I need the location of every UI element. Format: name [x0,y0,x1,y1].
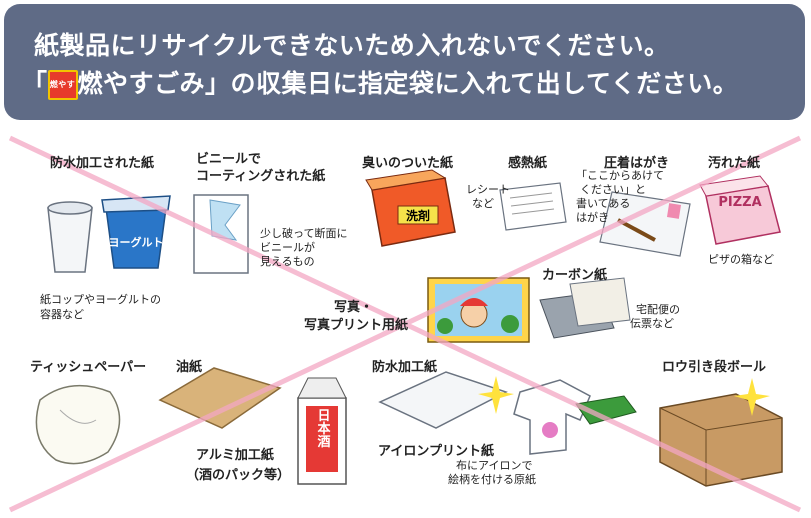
badge-text: 燃やす [49,80,76,89]
label-thermal-paper: 感熱紙 [508,156,548,171]
pizza-box-icon: PIZZA [699,175,781,245]
label-postcard: 圧着はがき [604,156,670,171]
vinyl-coated-sheet-icon [193,194,249,274]
note-postcard-2: ください」と [580,183,646,196]
label-waterproof-sheet: 防水加工紙 [372,360,438,375]
note-thermal-2: など [472,197,494,210]
note-carbon-1: 宅配便の [636,303,680,316]
note-carbon-2: 伝票など [630,317,674,330]
note-thermal-1: レシート [466,183,510,196]
note-vinyl-3: 見えるもの [260,255,315,268]
note-waterproof-paper-1: 紙コップやヨーグルトの [40,293,161,306]
label-smelly-paper: 臭いのついた紙 [362,156,454,171]
label-aluminum-1: アルミ加工紙 [196,448,274,463]
note-vinyl-2: ビニールが [260,241,315,254]
label-photo-2: 写真プリント用紙 [304,318,409,333]
waterproof-sheet-icon [378,371,514,429]
detergent-label: 洗剤 [406,208,430,223]
note-postcard-3: 書いてある [576,197,631,210]
label-iron-print: アイロンプリント紙 [378,444,494,459]
label-tissue: ティッシュペーパー [30,360,147,375]
oil-paper-icon [158,367,282,429]
sake-carton-icon: 日本酒 [297,377,347,485]
label-wax-cardboard: ロウ引き段ボール [662,360,767,375]
note-postcard-1: 「ここからあけて [576,169,664,182]
label-oil-paper: 油紙 [176,360,203,375]
header-banner: 紙製品にリサイクルできないため入れないでください。 「燃やす燃やすごみ」の収集日… [4,4,805,120]
note-vinyl-1: 少し破って断面に [260,227,348,240]
wax-cardboard-icon [659,378,783,487]
banner-bracket: 「 [22,69,48,98]
detergent-box-icon: 洗剤 [365,169,456,247]
label-vinyl-1: ビニールで [196,152,262,167]
prohibited-x-mark [8,135,802,513]
sake-label: 日本酒 [315,409,331,449]
pizza-label: PIZZA [718,195,761,210]
note-iron-print-1: 布にアイロンで [456,459,533,472]
label-dirty-paper: 汚れた紙 [708,156,761,171]
label-carbon-paper: カーボン紙 [542,268,608,283]
note-iron-print-2: 絵柄を付ける原紙 [448,473,536,486]
banner-line-2: 「燃やす燃やすごみ」の収集日に指定袋に入れて出してください。 [22,64,738,100]
label-waterproof-paper: 防水加工された紙 [50,156,155,171]
receipt-icon [499,182,567,231]
banner-line-1: 紙製品にリサイクルできないため入れないでください。 [34,31,670,60]
paper-cup-icon [47,201,93,273]
label-aluminum-2: （酒のパック等） [186,468,291,483]
label-vinyl-2: コーティングされた紙 [196,169,326,184]
note-postcard-4: はがき [576,211,609,224]
note-dirty-paper: ピザの箱など [708,253,774,266]
burnable-badge-icon: 燃やす [47,70,78,100]
note-waterproof-paper-2: 容器など [40,308,84,321]
yogurt-label: ヨーグルト [109,235,164,249]
banner-line-2-text: 燃やすごみ」の収集日に指定袋に入れて出してください。 [77,69,739,98]
tissue-icon [35,384,121,465]
iron-print-icon [513,379,637,455]
carbon-paper-icon [539,277,631,339]
label-photo-1: 写真・ [334,300,374,315]
